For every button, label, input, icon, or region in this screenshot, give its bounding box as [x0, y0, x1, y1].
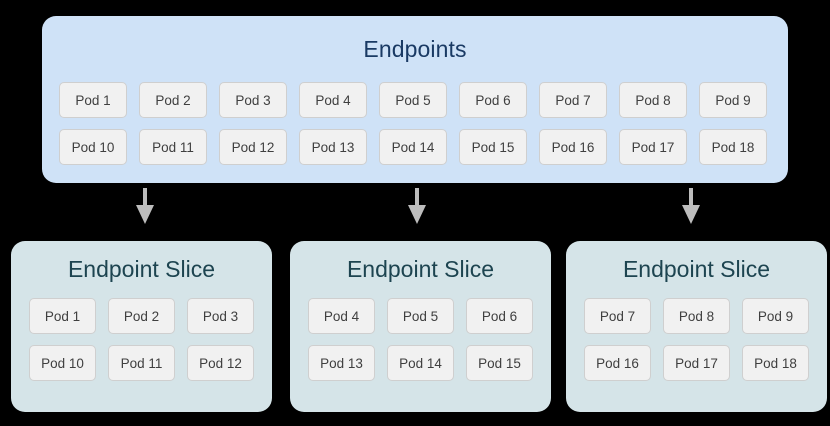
- pod-chip[interactable]: Pod 5: [379, 82, 447, 118]
- pod-chip[interactable]: Pod 18: [742, 345, 809, 381]
- pod-chip[interactable]: Pod 14: [379, 129, 447, 165]
- endpoints-pod-row-2: Pod 10 Pod 11 Pod 12 Pod 13 Pod 14 Pod 1…: [59, 129, 771, 165]
- endpoint-slice-pod-grid: Pod 1 Pod 2 Pod 3 Pod 10 Pod 11 Pod 12: [11, 298, 272, 392]
- endpoint-slice-title: Endpoint Slice: [346, 256, 495, 282]
- endpoints-title: Endpoints: [363, 36, 467, 62]
- endpoint-slice-pod-grid: Pod 4 Pod 5 Pod 6 Pod 13 Pod 14 Pod 15: [290, 298, 551, 392]
- pod-chip[interactable]: Pod 8: [619, 82, 687, 118]
- pod-chip[interactable]: Pod 11: [139, 129, 207, 165]
- endpoint-slice-pod-row-1: Pod 4 Pod 5 Pod 6: [290, 298, 551, 334]
- pod-chip[interactable]: Pod 12: [187, 345, 254, 381]
- endpoint-slice-title: Endpoint Slice: [67, 256, 216, 282]
- pod-chip[interactable]: Pod 3: [187, 298, 254, 334]
- pod-chip[interactable]: Pod 1: [59, 82, 127, 118]
- endpoint-slice-pod-grid: Pod 7 Pod 8 Pod 9 Pod 16 Pod 17 Pod 18: [566, 298, 827, 392]
- pod-chip[interactable]: Pod 17: [619, 129, 687, 165]
- pod-chip[interactable]: Pod 14: [387, 345, 454, 381]
- pod-chip[interactable]: Pod 13: [308, 345, 375, 381]
- pod-chip[interactable]: Pod 6: [466, 298, 533, 334]
- pod-chip[interactable]: Pod 3: [219, 82, 287, 118]
- pod-chip[interactable]: Pod 5: [387, 298, 454, 334]
- endpoints-pod-grid: Pod 1 Pod 2 Pod 3 Pod 4 Pod 5 Pod 6 Pod …: [59, 82, 771, 176]
- pod-chip[interactable]: Pod 7: [584, 298, 651, 334]
- pod-chip[interactable]: Pod 17: [663, 345, 730, 381]
- endpoint-slice-pod-row-2: Pod 16 Pod 17 Pod 18: [566, 345, 827, 381]
- pod-chip[interactable]: Pod 15: [459, 129, 527, 165]
- pod-chip[interactable]: Pod 1: [29, 298, 96, 334]
- pod-chip[interactable]: Pod 10: [29, 345, 96, 381]
- endpoint-slice-panel-1: Endpoint Slice Pod 1 Pod 2 Pod 3 Pod 10 …: [11, 241, 272, 412]
- pod-chip[interactable]: Pod 16: [539, 129, 607, 165]
- endpoint-slice-pod-row-2: Pod 13 Pod 14 Pod 15: [290, 345, 551, 381]
- endpoint-slice-pod-row-1: Pod 1 Pod 2 Pod 3: [11, 298, 272, 334]
- pod-chip[interactable]: Pod 9: [699, 82, 767, 118]
- pod-chip[interactable]: Pod 4: [308, 298, 375, 334]
- pod-chip[interactable]: Pod 13: [299, 129, 367, 165]
- pod-chip[interactable]: Pod 8: [663, 298, 730, 334]
- arrow-down-icon: [406, 188, 428, 224]
- pod-chip[interactable]: Pod 4: [299, 82, 367, 118]
- pod-chip[interactable]: Pod 11: [108, 345, 175, 381]
- pod-chip[interactable]: Pod 6: [459, 82, 527, 118]
- pod-chip[interactable]: Pod 9: [742, 298, 809, 334]
- pod-chip[interactable]: Pod 16: [584, 345, 651, 381]
- endpoints-panel: Endpoints Pod 1 Pod 2 Pod 3 Pod 4 Pod 5 …: [42, 16, 788, 183]
- pod-chip[interactable]: Pod 2: [108, 298, 175, 334]
- endpoint-slice-panel-2: Endpoint Slice Pod 4 Pod 5 Pod 6 Pod 13 …: [290, 241, 551, 412]
- pod-chip[interactable]: Pod 7: [539, 82, 607, 118]
- pod-chip[interactable]: Pod 10: [59, 129, 127, 165]
- endpoints-pod-row-1: Pod 1 Pod 2 Pod 3 Pod 4 Pod 5 Pod 6 Pod …: [59, 82, 771, 118]
- arrow-down-icon: [134, 188, 156, 224]
- endpoint-slice-panel-3: Endpoint Slice Pod 7 Pod 8 Pod 9 Pod 16 …: [566, 241, 827, 412]
- pod-chip[interactable]: Pod 2: [139, 82, 207, 118]
- pod-chip[interactable]: Pod 15: [466, 345, 533, 381]
- endpoint-slice-pod-row-2: Pod 10 Pod 11 Pod 12: [11, 345, 272, 381]
- arrow-down-icon: [680, 188, 702, 224]
- pod-chip[interactable]: Pod 18: [699, 129, 767, 165]
- endpoint-slice-pod-row-1: Pod 7 Pod 8 Pod 9: [566, 298, 827, 334]
- endpoint-slice-title: Endpoint Slice: [622, 256, 771, 282]
- pod-chip[interactable]: Pod 12: [219, 129, 287, 165]
